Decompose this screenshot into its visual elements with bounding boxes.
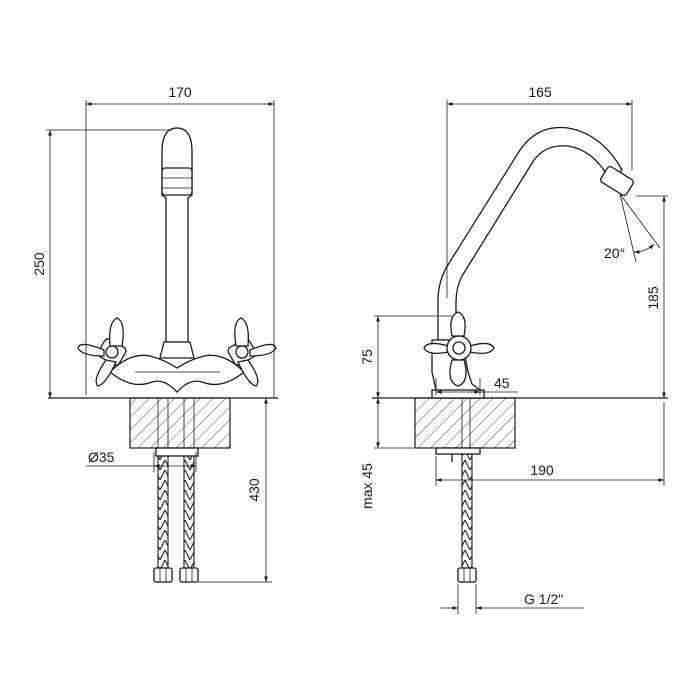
dim-max-thickness: max 45 <box>359 463 375 509</box>
front-right-handle <box>227 317 277 387</box>
side-cross-handle <box>423 311 495 387</box>
dim-front-height: 250 <box>31 252 47 276</box>
side-view: 165 185 20° 75 45 max 45 190 G <box>359 84 668 614</box>
side-spout <box>437 126 623 341</box>
dim-hose-reach: 190 <box>530 462 554 478</box>
front-counter-section <box>129 397 231 449</box>
dim-hose-length: 430 <box>246 478 262 502</box>
front-hose-left <box>157 455 169 569</box>
dim-base-offset: 45 <box>494 375 510 391</box>
dim-front-width: 170 <box>168 84 192 100</box>
front-hose-right <box>183 455 195 569</box>
front-left-handle <box>77 317 127 387</box>
dim-spout-height: 185 <box>645 286 661 310</box>
dim-spout-angle: 20° <box>604 245 625 261</box>
dim-side-reach: 165 <box>528 84 552 100</box>
dim-thread: G 1/2" <box>524 591 563 607</box>
dim-handle-height: 75 <box>359 349 375 365</box>
front-spout-tube <box>161 127 193 343</box>
front-view: 170 250 Ø35 430 <box>31 84 278 583</box>
dim-base-diameter: Ø35 <box>88 449 115 465</box>
front-body <box>109 354 245 393</box>
side-counter-section <box>414 397 516 449</box>
side-hose <box>461 453 473 569</box>
